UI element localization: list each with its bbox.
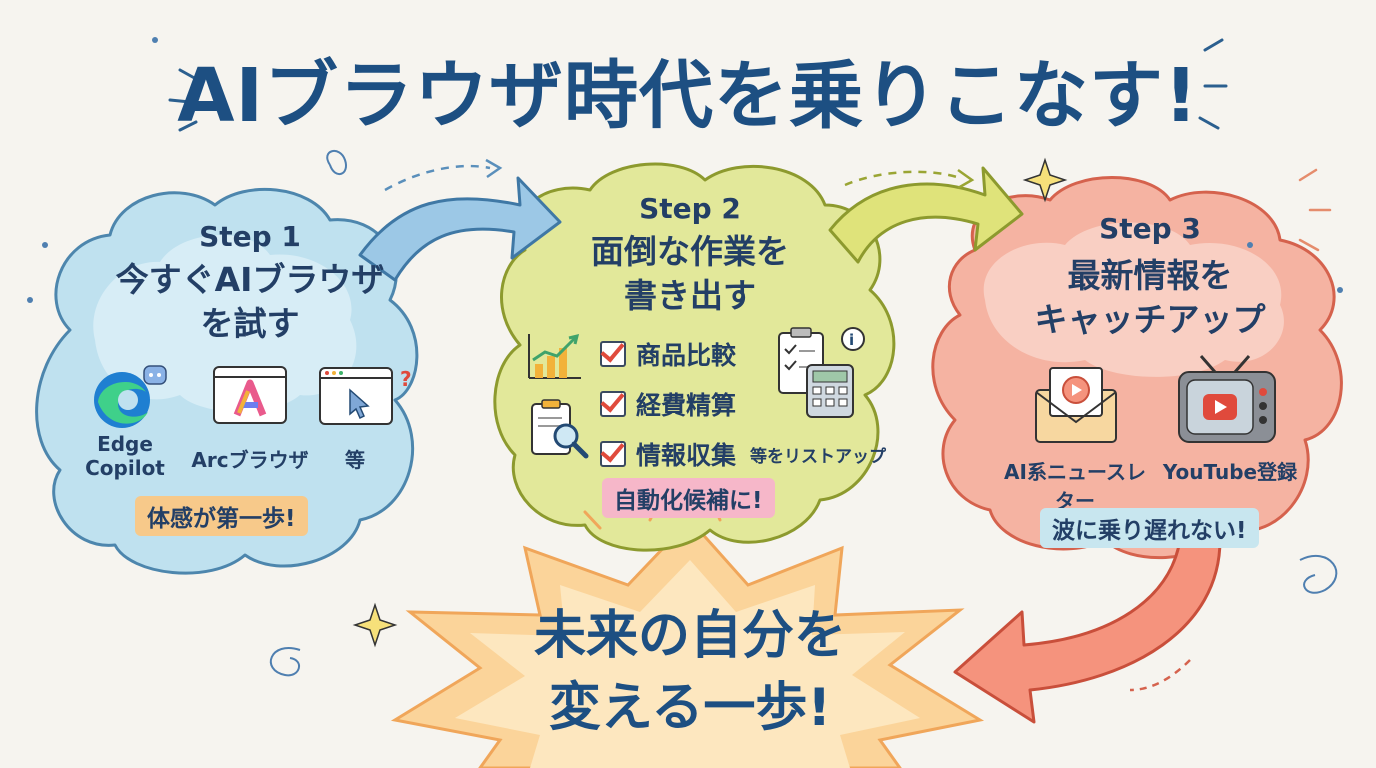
arc-browser-icon: [213, 366, 287, 424]
youtube-tv-icon: [1178, 355, 1276, 443]
task-note: 等をリストアップ: [750, 446, 887, 467]
arrow-step3-to-finale: [953, 538, 1222, 724]
step1-heading-line1: 今すぐAIブラウザ: [115, 260, 385, 299]
step1-heading-line2: を試す: [200, 304, 300, 343]
svg-text:i: i: [849, 331, 854, 349]
step3-heading-line1: 最新情報を: [1067, 256, 1233, 295]
step2-label: Step 2: [639, 192, 741, 225]
arrow-step1-to-step2: [358, 176, 562, 282]
arrow-step2-to-step3: [828, 166, 1024, 264]
clipboard-calculator-icon: i: [778, 327, 865, 418]
step2-highlight: 自動化候補に!: [602, 478, 775, 518]
task-label: 経費精算: [636, 391, 737, 420]
task-label: 情報収集: [636, 441, 737, 470]
clipboard-search-icon: [531, 399, 589, 459]
step1-app3-label: 等: [345, 448, 365, 472]
step2-heading-line2: 書き出す: [624, 276, 756, 315]
step3-source1-label: AI系ニュースレター: [1004, 460, 1146, 513]
task-list: 商品比較 経費精算 情報収集等をリストアップ: [600, 336, 886, 472]
checkbox-checked-icon: [600, 441, 626, 467]
page-title: AIブラウザ時代を乗りこなす!: [177, 53, 1199, 139]
task-label: 商品比較: [636, 341, 737, 370]
svg-text:?: ?: [400, 367, 412, 391]
step3-label: Step 3: [1099, 212, 1201, 245]
task-item: 経費精算: [600, 386, 886, 422]
task-item: 情報収集等をリストアップ: [600, 436, 886, 472]
sparkle-icon: [1022, 157, 1068, 203]
task-item: 商品比較: [600, 336, 886, 372]
finale-line2: 変える一歩!: [548, 678, 832, 738]
newsletter-envelope-icon: [1035, 367, 1117, 443]
checkbox-checked-icon: [600, 391, 626, 417]
sparkle-icon: [352, 602, 398, 648]
edge-copilot-icon: [94, 365, 167, 428]
chart-growth-icon: [528, 333, 581, 379]
step2-cloud: [493, 162, 896, 552]
checkbox-checked-icon: [600, 341, 626, 367]
step3-source2-label: YouTube登録: [1162, 460, 1298, 484]
step3-heading-line2: キャッチアップ: [1034, 300, 1266, 339]
step1-highlight: 体感が第一歩!: [135, 496, 308, 536]
step1-app1-label-line1: Edge: [97, 432, 153, 456]
browser-window-icon: ?: [319, 367, 412, 425]
step2-heading-line1: 面倒な作業を: [591, 232, 789, 271]
step3-cloud: [931, 176, 1343, 560]
step1-app1-label-line2: Copilot: [85, 456, 165, 480]
step1-app2-label: Arcブラウザ: [191, 448, 309, 472]
step1-label: Step 1: [199, 220, 301, 253]
finale-line1: 未来の自分を: [533, 606, 846, 666]
step3-highlight: 波に乗り遅れない!: [1040, 508, 1259, 548]
